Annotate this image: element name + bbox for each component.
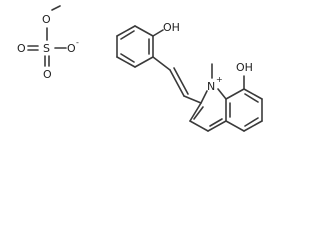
molecule-drawing: O S O O O - bbox=[17, 5, 263, 132]
benzo-inner-double-1 bbox=[244, 93, 259, 103]
pyridinium-bond-c3-c2 bbox=[189, 102, 202, 122]
vinyl-double-bond-b bbox=[173, 67, 189, 95]
sulfonyl-oxygen-bottom-label: O bbox=[43, 68, 52, 81]
methyl-oxygen-bond bbox=[51, 5, 61, 11]
pyridinium-bond-c4a-c4 bbox=[207, 120, 227, 132]
phenol-bond-3 bbox=[134, 56, 154, 68]
chemical-structure-canvas: O S O O O - bbox=[17, 5, 263, 132]
methyl-sulfate-anion: O S O O O - bbox=[17, 5, 79, 81]
phenol-bond-1 bbox=[134, 25, 154, 37]
benzo-bond-4 bbox=[243, 120, 263, 132]
pyridinium-bond-c2-n bbox=[200, 90, 208, 104]
quinolinium-cation: OH N + OH bbox=[116, 21, 263, 132]
phenol-bond-4 bbox=[116, 56, 136, 68]
anionic-oxygen-label: O bbox=[67, 42, 76, 55]
sulfur-label: S bbox=[43, 42, 50, 55]
phenol-hydroxyl-bond bbox=[152, 29, 164, 37]
phenol-bond-6 bbox=[116, 25, 136, 37]
pyridinium-ring bbox=[189, 88, 227, 132]
benzo-bond-2 bbox=[243, 88, 263, 100]
sulfonyl-oxygen-left-label: O bbox=[17, 42, 26, 55]
pyridinium-bond-n-c8a bbox=[217, 88, 227, 100]
phenol-ring bbox=[116, 25, 154, 68]
phenol-inner-double-3 bbox=[120, 53, 135, 63]
styryl-bond-2 bbox=[183, 95, 202, 104]
phenol-hydroxyl-label: OH bbox=[163, 21, 180, 34]
methyl-oxygen-label: O bbox=[42, 13, 51, 26]
positive-charge-label: + bbox=[216, 75, 223, 84]
pyridinium-bond-c4-c3 bbox=[189, 120, 209, 132]
benzo-bond-5 bbox=[225, 120, 245, 132]
benzo-bond-1 bbox=[225, 88, 245, 100]
benzo-ring bbox=[225, 88, 263, 132]
pyridinium-inner-double-2 bbox=[209, 118, 223, 127]
styryl-bond-1 bbox=[152, 56, 171, 71]
phenol-inner-double-2 bbox=[120, 30, 135, 40]
quinolinium-nitrogen-label: N bbox=[207, 80, 215, 93]
quinoline-hydroxyl-label: OH bbox=[236, 61, 253, 74]
benzo-inner-double-2 bbox=[244, 117, 259, 127]
negative-charge-label: - bbox=[76, 38, 79, 47]
vinyl-double-bond-a bbox=[169, 69, 185, 97]
pyridinium-inner-double bbox=[193, 106, 204, 120]
